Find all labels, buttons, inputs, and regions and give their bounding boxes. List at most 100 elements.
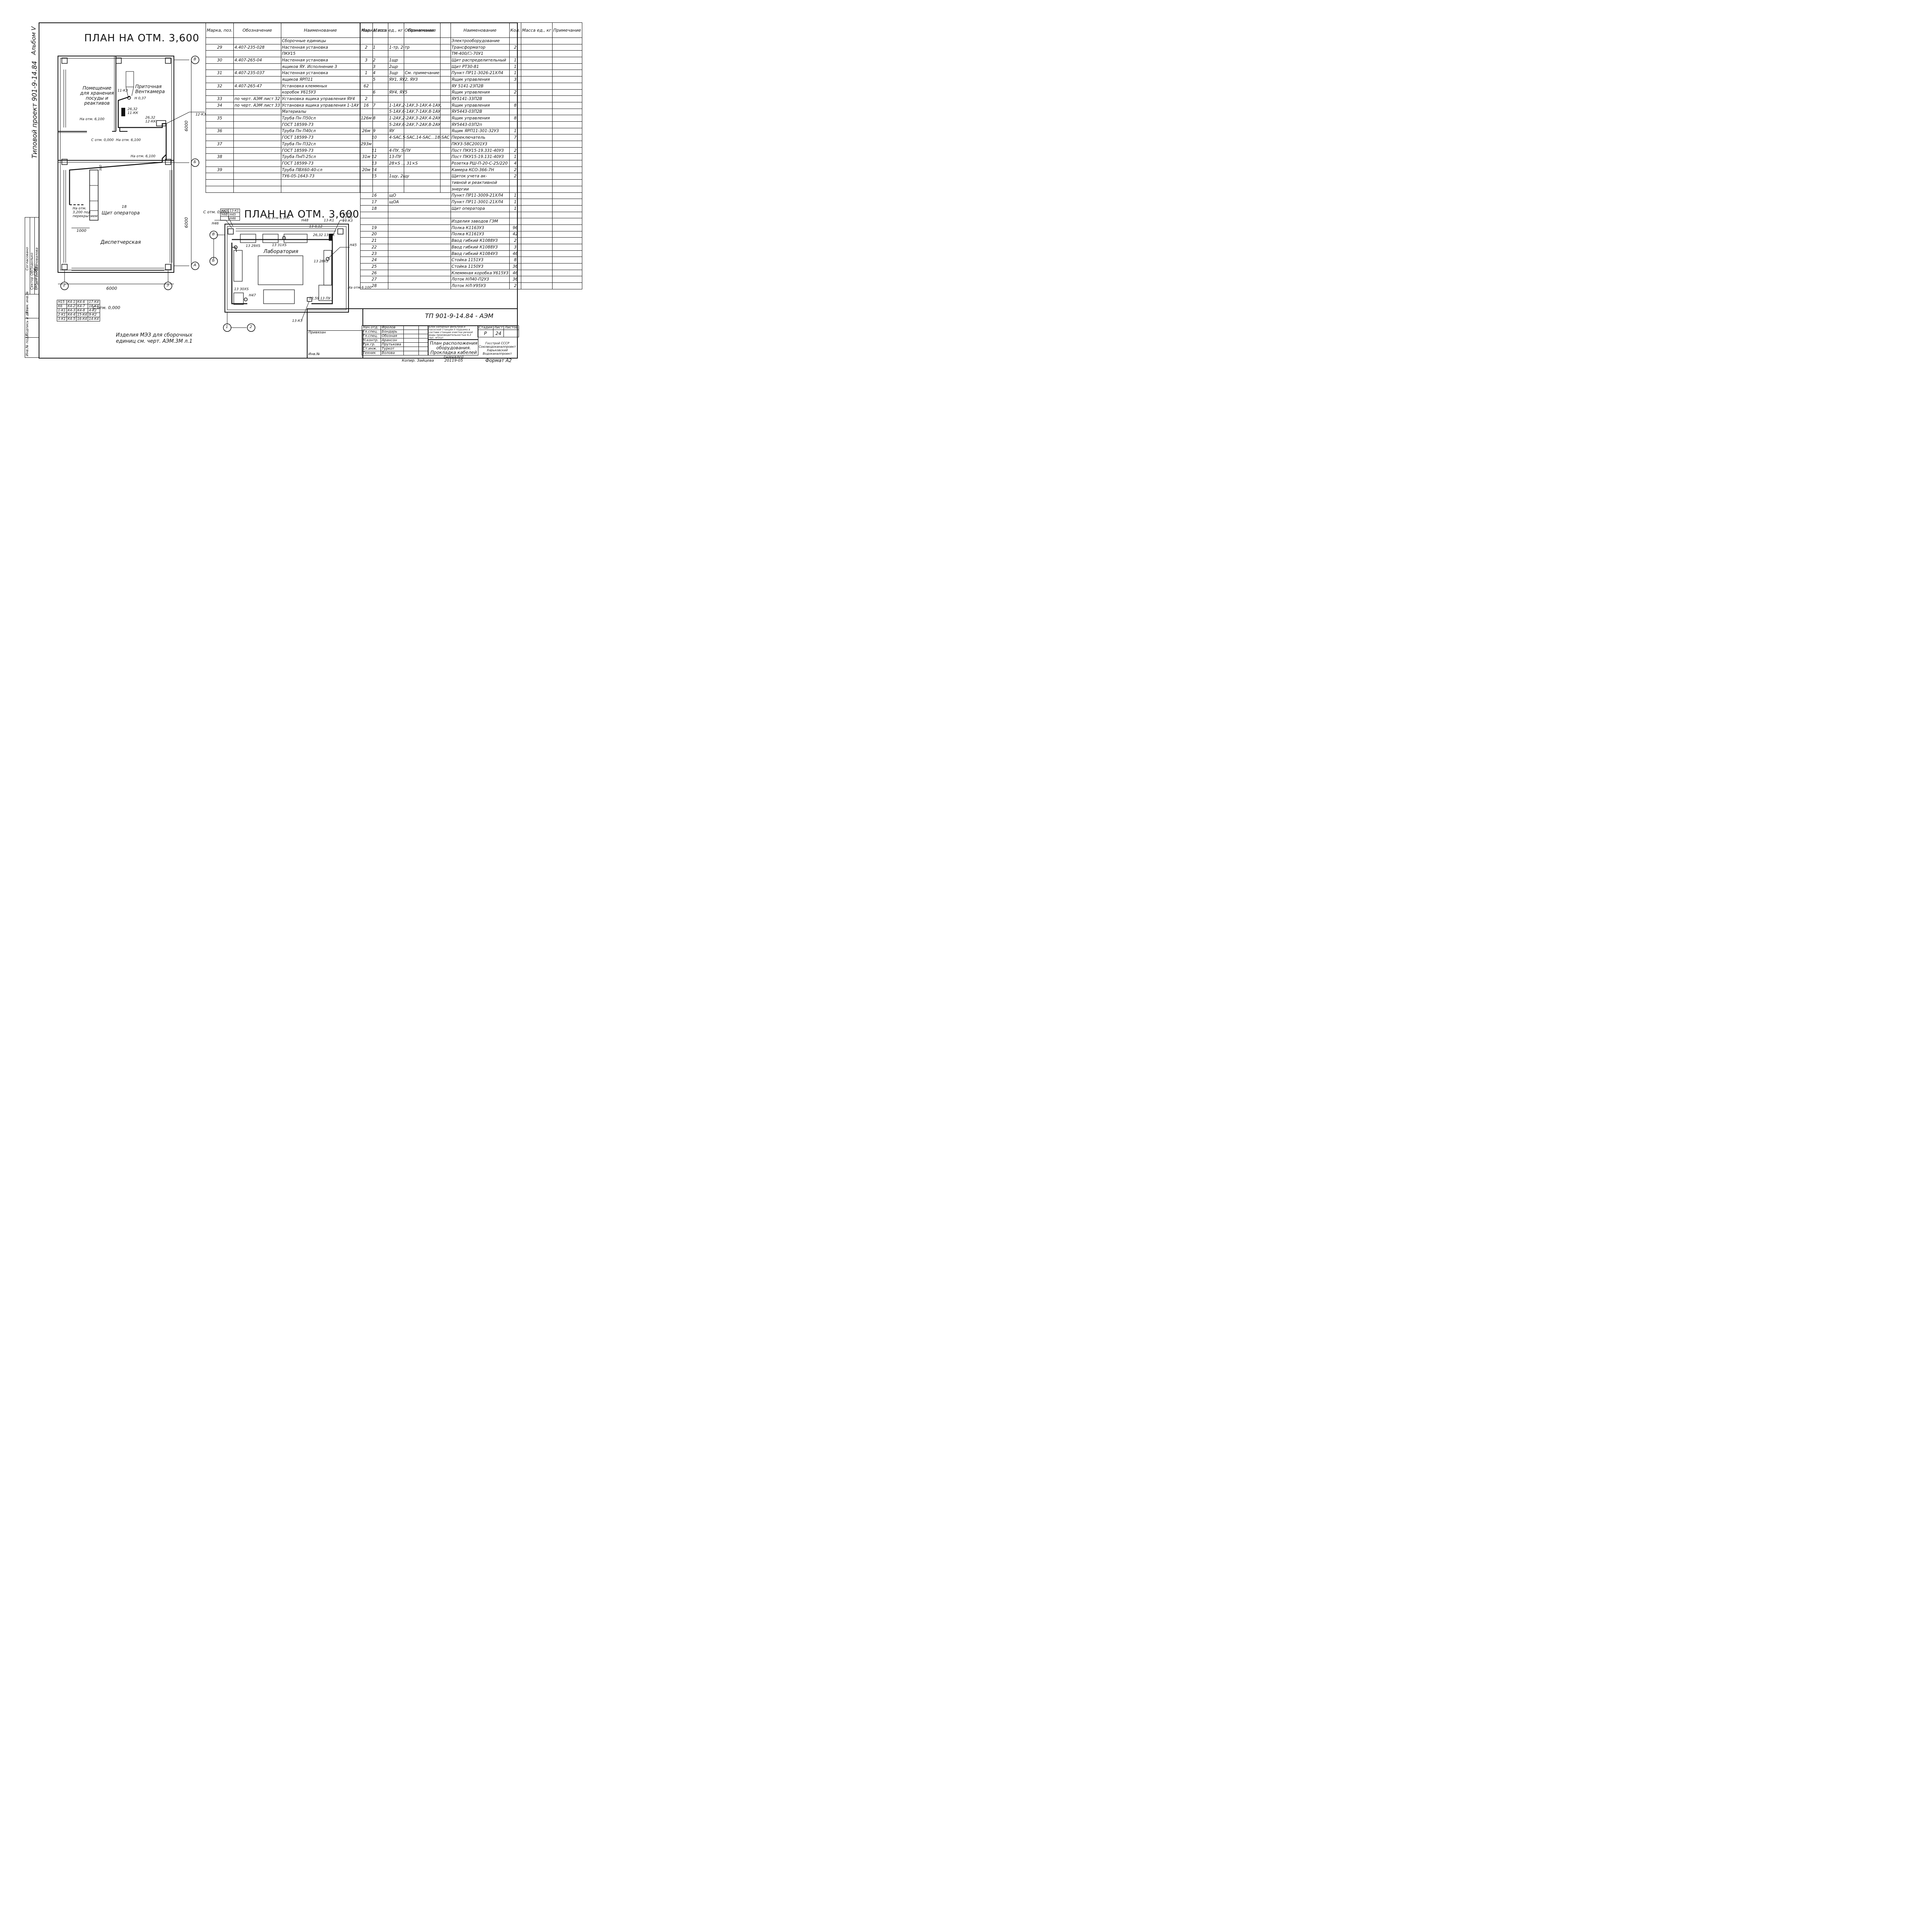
dim-1000: 1000 (77, 229, 87, 233)
spec-cell: Щит оператора (450, 205, 510, 212)
spec-cell (520, 50, 553, 58)
spec-cell: ПКУ15 (281, 50, 360, 58)
spec-cell: 20 (360, 231, 388, 238)
spec-cell (552, 37, 582, 44)
spec-cell: коробок У615У3 (281, 89, 360, 96)
spec-cell (206, 160, 234, 167)
agreement-stamp (25, 217, 39, 358)
spec-cell (552, 44, 582, 51)
spec-cell: Полка К1161У3 (450, 231, 510, 238)
spec-cell: 4.407-265-04 (233, 57, 281, 64)
spec-cell (233, 166, 281, 173)
spec-cell (552, 128, 582, 135)
spec-cell: Трансформатор (450, 44, 510, 51)
spec-cell: ЯУ5443-03П2В (450, 108, 510, 116)
spec-cell: 8 (509, 102, 521, 109)
spec-cell: 5-2АУ,6-2АУ,7-2АУ,8-2АУ (388, 121, 451, 128)
spec-row (360, 211, 582, 219)
spec-cell (520, 153, 553, 161)
spec-cell: Установка клеммных (281, 82, 360, 90)
spec-cell: Ящик управления (450, 115, 510, 122)
spec-cell (520, 89, 553, 96)
spec-cell (520, 57, 553, 64)
axis-label-B: Б (194, 160, 196, 164)
axis-marker-B (191, 158, 199, 167)
plan2-label-7: 13 31XS (272, 243, 287, 247)
spec-cell (552, 108, 582, 116)
spec-cell: 30 (206, 57, 234, 64)
plan2-label-12: Н47 (249, 294, 256, 298)
spec-cell: 4.407-265-47 (233, 82, 281, 90)
spec-cell: Ящик ЯРП11-301-32У3 (450, 128, 510, 135)
plan2-label-3: 13-К1 (324, 219, 334, 223)
spec-cell (360, 179, 388, 186)
plan1-label-5: На отм. 3,200 под перекрытием (73, 207, 98, 218)
spec-cell (206, 108, 234, 116)
spec-cell (552, 218, 582, 225)
spec-row: энергии (360, 185, 582, 193)
spec-cell: 38 (206, 153, 234, 161)
spec-cell: 25 (360, 263, 388, 270)
axis-marker-V (191, 56, 199, 64)
spec-cell: 4.407-235-037 (233, 70, 281, 77)
spec-cell (552, 173, 582, 180)
spec-cell: 26 (360, 269, 388, 277)
spec-cell: ЯУ5443-03П2п (450, 121, 510, 128)
spec-cell (552, 231, 582, 238)
spec-cell: 1щу, 2щу (388, 173, 451, 180)
spec-cell: 4-ПУ, 5-ПУ (388, 147, 451, 154)
spec-cell (520, 37, 553, 44)
spec-cell (552, 70, 582, 77)
plan2-legend: С отм. 0,000 (203, 210, 228, 214)
spec-cell: 34 (206, 102, 234, 109)
spec-cell: 17 (360, 199, 388, 206)
spec-cell (520, 44, 553, 51)
spec-cell: Труба Пн П50сл (281, 115, 360, 122)
spec-cell: 2 (509, 237, 521, 244)
spec-cell: 21 (360, 237, 388, 244)
spec-cell (509, 179, 521, 186)
spec-cell (520, 134, 553, 141)
plan2-label-16: Н46 (212, 222, 219, 226)
spec-cell: 27 (360, 276, 388, 283)
spec-cell (233, 108, 281, 116)
spec-row: Электрооборудование (360, 37, 582, 44)
spec-cell (233, 179, 281, 186)
spec-row: ТМ-400/☐-70У1 (360, 50, 582, 58)
spec-cell: ТМ-400/☐-70У1 (450, 50, 510, 58)
plan2-axis-2: 2 (250, 325, 252, 329)
spec-cell: Труба ПнП-25сл (281, 153, 360, 161)
spec-row: ПКУ3-58С2001У3 (360, 141, 582, 148)
plan2-label-9: 13 28XS (314, 260, 328, 264)
spec-cell (509, 108, 521, 116)
spec-cell (520, 63, 553, 70)
spec-cell (520, 205, 553, 212)
spec-cell (388, 218, 451, 225)
spec-cell: 2 (509, 166, 521, 173)
operator-panel-num: 18 (122, 205, 127, 209)
plan1-label-3: На отм. 6,100 (116, 138, 141, 142)
plan1-label-4: На отм. 6,100 (131, 155, 156, 158)
spec-cell: Труба Пн П40сл (281, 128, 360, 135)
spec-cell: Пост ПКУ15-19.331-40У3 (450, 147, 510, 154)
spec-cell: 46 (509, 250, 521, 257)
spec-cell (509, 211, 521, 219)
spec-cell (552, 257, 582, 264)
plan1-label-10: Н 0,37 (134, 97, 146, 100)
spec-cell (552, 179, 582, 186)
spec-cell: 4.407-235-028 (233, 44, 281, 51)
spec-cell: 23 (360, 250, 388, 257)
spec-cell: ГОСТ 18599-73 (281, 121, 360, 128)
spec-cell: ЯУ5141-33П2В (450, 95, 510, 102)
